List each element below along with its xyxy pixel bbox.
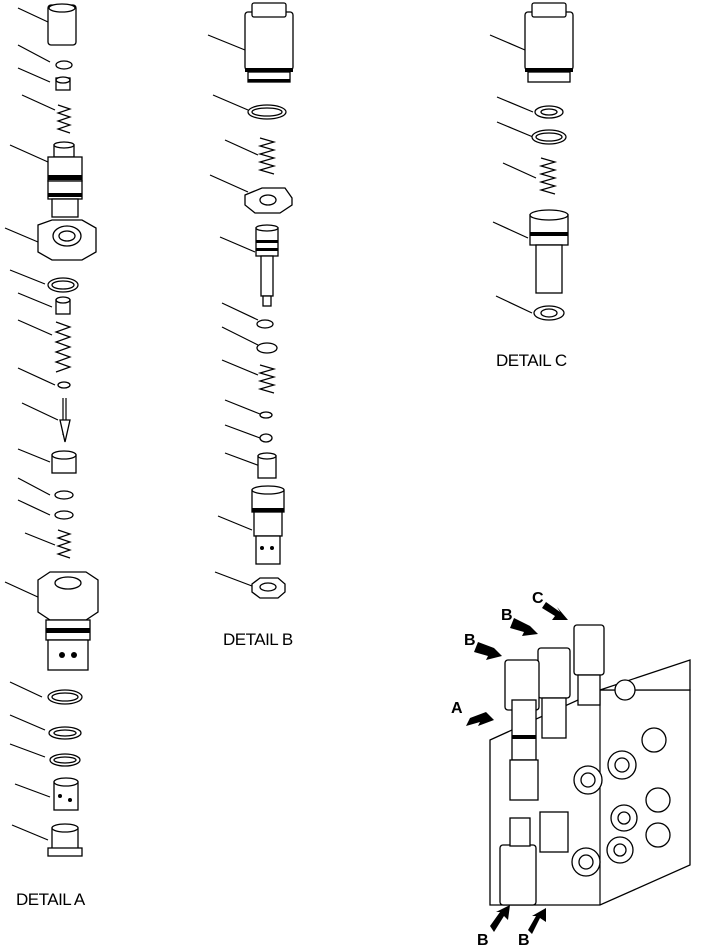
detail-b-parts [207, 2, 294, 599]
arrow-label-a: A [451, 700, 463, 717]
arrow-label-c: C [532, 590, 544, 607]
arrow-label-b-bottom-right: B [518, 932, 530, 949]
arrow-label-b-left: B [464, 632, 476, 649]
valve-assembly [466, 602, 691, 934]
detail-a-label: DETAIL A [16, 890, 85, 909]
arrow-label-b-top: B [501, 607, 513, 624]
detail-a-parts [4, 3, 99, 857]
detail-b-label: DETAIL B [223, 630, 293, 649]
detail-c-parts [489, 2, 574, 321]
detail-c-label: DETAIL C [496, 351, 567, 370]
arrow-label-b-bottom-left: B [477, 932, 489, 949]
